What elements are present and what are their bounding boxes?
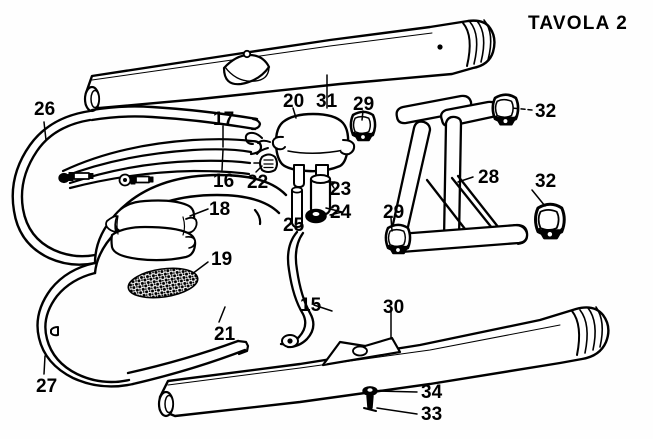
callout-20: 20 <box>283 91 305 112</box>
sheet-title: TAVOLA 2 <box>528 13 629 34</box>
callout-33: 33 <box>421 404 443 425</box>
callout-29-upper: 29 <box>353 94 375 115</box>
adjuster-nut-22 <box>253 153 287 173</box>
clamp-32-upper <box>491 93 520 126</box>
insulation-block-18 <box>105 199 198 262</box>
callout-22: 22 <box>247 172 269 193</box>
header-pipe-21-27 <box>36 173 288 388</box>
callout-25: 25 <box>283 215 305 236</box>
leader-lines <box>43 74 546 415</box>
header-pipe-26 <box>11 105 262 266</box>
lower-muffler <box>157 306 610 418</box>
clamp-29-lower <box>384 223 412 255</box>
upper-muffler <box>83 19 496 113</box>
callout-32-upper: 32 <box>535 101 557 122</box>
callout-23: 23 <box>330 179 352 200</box>
callout-30: 30 <box>383 297 405 318</box>
callout-19: 19 <box>211 249 233 270</box>
packing-19 <box>127 267 199 299</box>
callout-24: 24 <box>330 202 352 223</box>
callout-28: 28 <box>478 167 500 188</box>
callout-26: 26 <box>34 99 56 120</box>
callout-31: 31 <box>316 91 338 112</box>
callout-21: 21 <box>214 324 236 345</box>
callout-29-lower: 29 <box>383 202 405 223</box>
callout-17: 17 <box>213 109 235 130</box>
clamp-32-lower <box>534 202 566 240</box>
callout-15: 15 <box>300 295 322 316</box>
callout-32-lower: 32 <box>535 171 557 192</box>
callout-16: 16 <box>213 171 235 192</box>
breather-hose-15 <box>279 230 315 349</box>
oil-tank-20 <box>244 112 356 228</box>
frame-brace-28 <box>388 94 529 254</box>
control-cables <box>58 138 263 190</box>
callout-18: 18 <box>209 199 231 220</box>
callout-34: 34 <box>421 382 443 403</box>
callout-27: 27 <box>36 376 58 397</box>
